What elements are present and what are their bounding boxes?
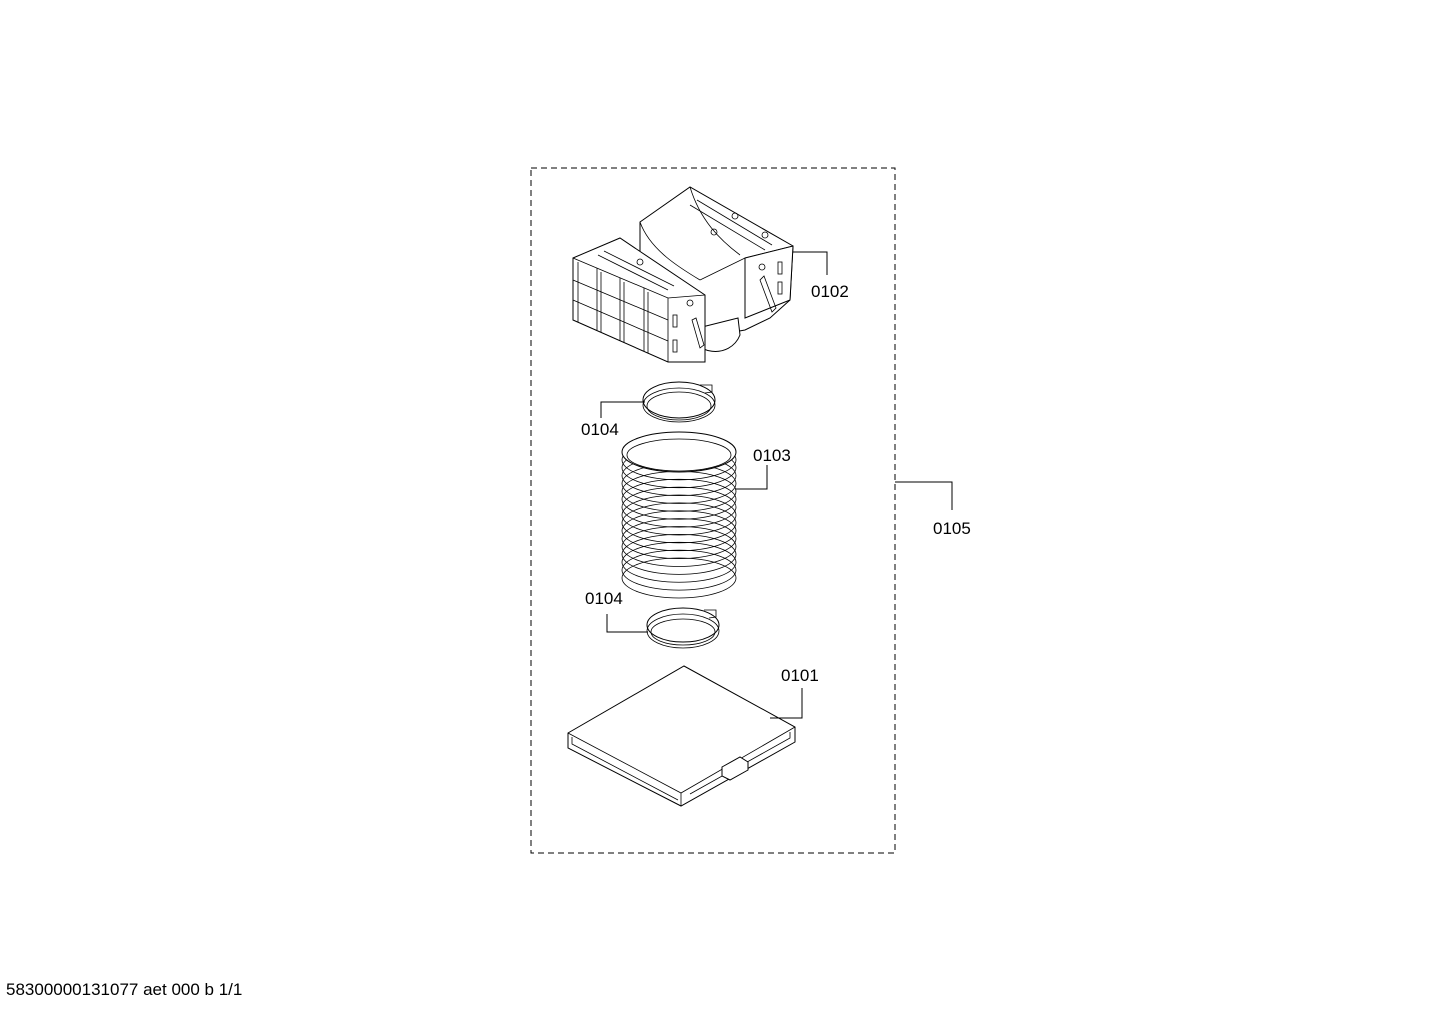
hose-coil: [621, 549, 737, 591]
label-0105: 0105: [933, 519, 971, 538]
leader-0101: [770, 688, 803, 719]
label-0103: 0103: [753, 446, 791, 465]
part-0104-lower-clamp: [646, 607, 720, 649]
leader-0104-upper: [600, 401, 645, 418]
hose-coil: [621, 486, 737, 528]
leader-0103: [735, 465, 768, 490]
part-0101-filter-pad: [567, 665, 796, 807]
label-0104-lower: 0104: [585, 589, 623, 608]
leader-0102: [793, 251, 828, 275]
document-reference-footer: 58300000131077 aet 000 b 1/1: [6, 980, 243, 999]
hose-coil: [621, 526, 737, 567]
hose-opening: [626, 438, 732, 472]
label-0102: 0102: [811, 282, 849, 301]
assembly-boundary: [530, 167, 896, 854]
label-0104-upper: 0104: [581, 420, 619, 439]
hose-coil: [621, 431, 737, 473]
hose-coil: [621, 533, 737, 575]
hose-coil: [621, 518, 737, 560]
part-0104-upper-clamp: [642, 381, 716, 423]
hose-coil: [621, 557, 737, 599]
hose-coil: [621, 494, 737, 536]
label-0101: 0101: [781, 666, 819, 685]
hose-coil: [621, 478, 737, 520]
hose-coil: [621, 510, 737, 552]
part-0102-diverter-grille: [572, 186, 794, 363]
hose-coil: [621, 541, 737, 583]
leader-0105: [895, 481, 953, 510]
leader-0104-lower: [606, 614, 648, 633]
hose-coil: [621, 502, 737, 544]
part-0103-flexible-hose: [621, 431, 737, 599]
hose-coil: [621, 470, 737, 512]
